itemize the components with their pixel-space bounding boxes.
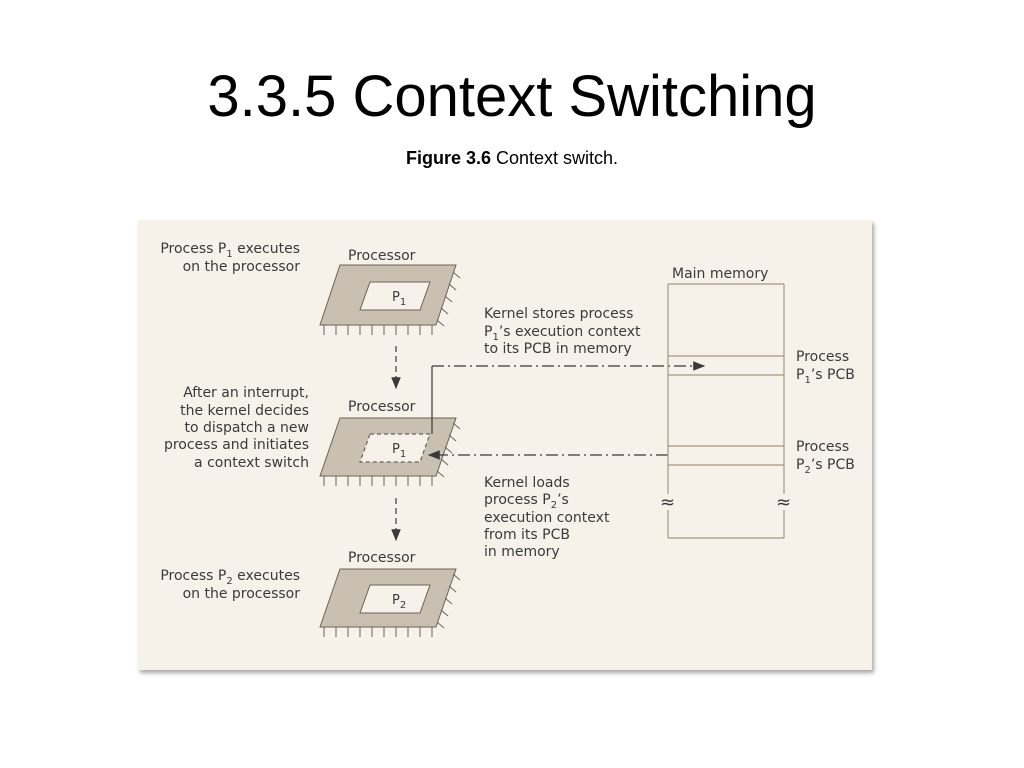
processor-label-1: Processor (348, 248, 416, 264)
store-context-arrow (431, 361, 706, 434)
chip-3-label: P2 (392, 593, 406, 611)
load-note-line2: process P2’s (484, 492, 569, 511)
processor-label-2: Processor (348, 399, 416, 415)
figure-panel: Process P1 executes on the processor Aft… (138, 220, 872, 670)
processor-chip-1: P1 (319, 264, 461, 335)
processor-chip-2: P1 (319, 417, 461, 486)
interrupt-note-line2: the kernel decides (180, 403, 309, 419)
interrupt-note-line5: a context switch (194, 455, 309, 471)
store-note-line3: to its PCB in memory (484, 341, 632, 357)
load-note-line1: Kernel loads (484, 475, 570, 491)
pcb1-label-line2: P1’s PCB (796, 367, 855, 386)
processor-label-3: Processor (348, 550, 416, 566)
memory-break-right: ≈ (776, 492, 791, 513)
processor-chip-3: P2 (319, 568, 461, 637)
p2-executes-note-line1: Process P2 executes (160, 568, 300, 587)
memory-break-left: ≈ (660, 492, 675, 513)
figure-number: Figure 3.6 (405, 148, 491, 168)
figure-caption: Figure 3.6 Context switch. (0, 146, 1024, 170)
context-switch-diagram: Process P1 executes on the processor Aft… (160, 241, 855, 637)
figure-caption-text: Context switch. (490, 148, 619, 168)
load-note-line3: execution context (484, 510, 610, 526)
pcb2-label-line2: P2’s PCB (796, 457, 855, 476)
chip-2-label: P1 (392, 442, 406, 460)
p1-executes-note-line2: on the processor (183, 259, 301, 275)
interrupt-note-line4: process and initiates (164, 437, 309, 453)
pcb1-label-line1: Process (796, 349, 849, 365)
store-note-line2: P1’s execution context (484, 324, 641, 343)
slide-title: 3.3.5 Context Switching (207, 64, 817, 129)
p1-executes-note-line1: Process P1 executes (160, 241, 300, 260)
load-note-line5: in memory (484, 544, 560, 560)
main-memory-block (667, 283, 785, 539)
load-note-line4: from its PCB (484, 527, 570, 543)
main-memory-label: Main memory (672, 266, 768, 282)
store-note-line1: Kernel stores process (484, 306, 633, 322)
interrupt-note-line3: to dispatch a new (184, 420, 309, 436)
chip-1-label: P1 (392, 290, 406, 308)
p2-executes-note-line2: on the processor (183, 586, 301, 602)
pcb2-label-line1: Process (796, 439, 849, 455)
interrupt-note-line1: After an interrupt, (183, 385, 309, 401)
